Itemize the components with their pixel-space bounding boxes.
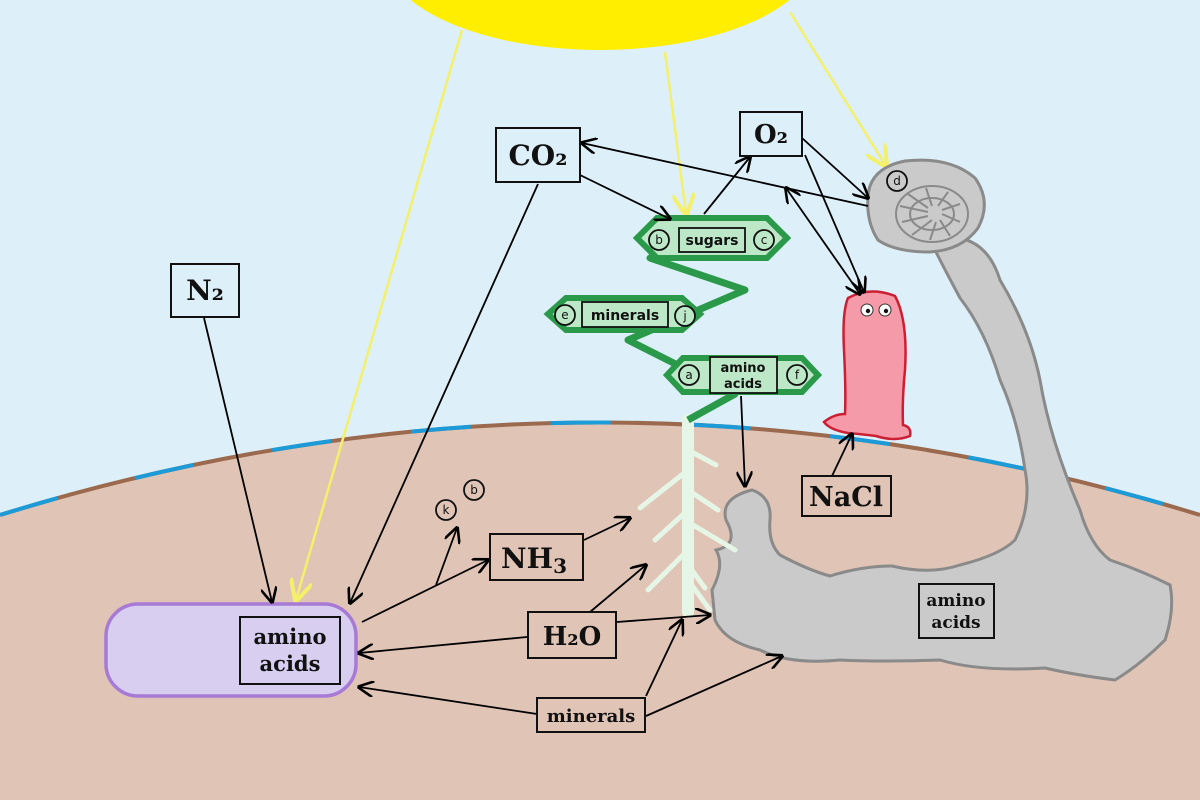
label-nacl: NaCl <box>801 475 892 517</box>
svg-text:d: d <box>893 174 901 188</box>
worm-eyes <box>860 303 892 317</box>
marker-f: f <box>786 364 808 386</box>
arrow-worm-fungus-exchange <box>786 188 860 294</box>
label-plant-amino-acids: amino acids <box>709 356 778 394</box>
svg-text:CO₂: CO₂ <box>509 139 568 172</box>
marker-c: c <box>753 229 775 251</box>
arrow-nh3-to-root <box>583 518 630 541</box>
arrow-co2-to-sugars <box>579 174 670 219</box>
svg-text:amino: amino <box>721 361 766 376</box>
svg-text:H₂O: H₂O <box>543 622 602 652</box>
arrow-minerals-to-bacterium <box>359 687 538 715</box>
svg-text:acids: acids <box>724 377 762 392</box>
marker-d: d <box>886 170 908 192</box>
svg-text:j: j <box>682 309 686 323</box>
sun <box>410 0 790 50</box>
svg-text:amino: amino <box>926 591 985 611</box>
svg-text:NaCl: NaCl <box>809 482 883 513</box>
svg-text:f: f <box>795 368 800 382</box>
arrow-minerals-to-fungus <box>645 656 782 717</box>
label-o2: O₂ <box>739 111 803 157</box>
plant-roots <box>637 414 738 618</box>
arrow-bacterium-to-nh3 <box>361 560 488 623</box>
arrow-h2o-to-fungus <box>616 615 710 622</box>
label-h2o: H₂O <box>527 611 617 659</box>
flow-arrows <box>203 138 868 717</box>
label-minerals-soil: minerals <box>536 697 646 733</box>
svg-text:NH3: NH3 <box>501 542 567 578</box>
arrow-plant-amino-to-fungus <box>741 395 745 486</box>
svg-text:e: e <box>561 308 568 322</box>
fungus-body <box>710 235 1174 682</box>
marker-b-top: b <box>648 229 670 251</box>
label-plant-sugars: sugars <box>678 227 746 253</box>
label-n2: N₂ <box>170 263 240 318</box>
arrow-h2o-to-bacterium <box>359 636 528 653</box>
sunray-to-plant <box>663 51 686 214</box>
svg-text:acids: acids <box>260 651 321 676</box>
svg-text:minerals: minerals <box>591 308 659 324</box>
marker-k: k <box>435 499 457 521</box>
arrow-n2-to-bacterium <box>203 317 272 602</box>
svg-text:minerals: minerals <box>547 706 636 727</box>
marker-a: a <box>678 364 700 386</box>
arrow-h2o-to-root <box>589 565 646 613</box>
worm <box>822 290 912 441</box>
svg-text:k: k <box>443 503 450 517</box>
svg-text:sugars: sugars <box>685 233 738 249</box>
label-bacterium-amino-acids: amino acids <box>239 616 341 685</box>
svg-text:b: b <box>470 483 478 497</box>
svg-text:amino: amino <box>253 624 326 649</box>
label-plant-minerals: minerals <box>581 301 669 328</box>
svg-text:N₂: N₂ <box>186 274 224 307</box>
label-nh3: NH3 <box>489 533 584 581</box>
svg-text:c: c <box>761 233 768 247</box>
sunray-to-fungus <box>788 11 886 166</box>
arrow-to-k-marker <box>435 528 457 586</box>
label-co2: CO₂ <box>495 127 581 183</box>
arrow-minerals-to-root <box>645 620 682 697</box>
sunray-to-bacterium <box>296 29 464 600</box>
marker-e: e <box>554 304 576 326</box>
marker-b-soil: b <box>463 479 485 501</box>
label-fungus-amino-acids: amino acids <box>918 583 995 639</box>
arrow-nacl-to-worm <box>831 434 852 477</box>
svg-text:b: b <box>655 233 663 247</box>
fungus-gills <box>895 185 969 243</box>
svg-text:a: a <box>685 368 692 382</box>
arrow-co2-to-bacterium <box>350 183 539 603</box>
soil-edge-blue <box>0 420 1200 517</box>
svg-text:O₂: O₂ <box>754 120 788 150</box>
arrow-sugars-to-o2 <box>703 157 750 215</box>
svg-text:acids: acids <box>931 613 980 633</box>
sun-rays <box>296 11 886 600</box>
marker-j: j <box>674 305 696 327</box>
